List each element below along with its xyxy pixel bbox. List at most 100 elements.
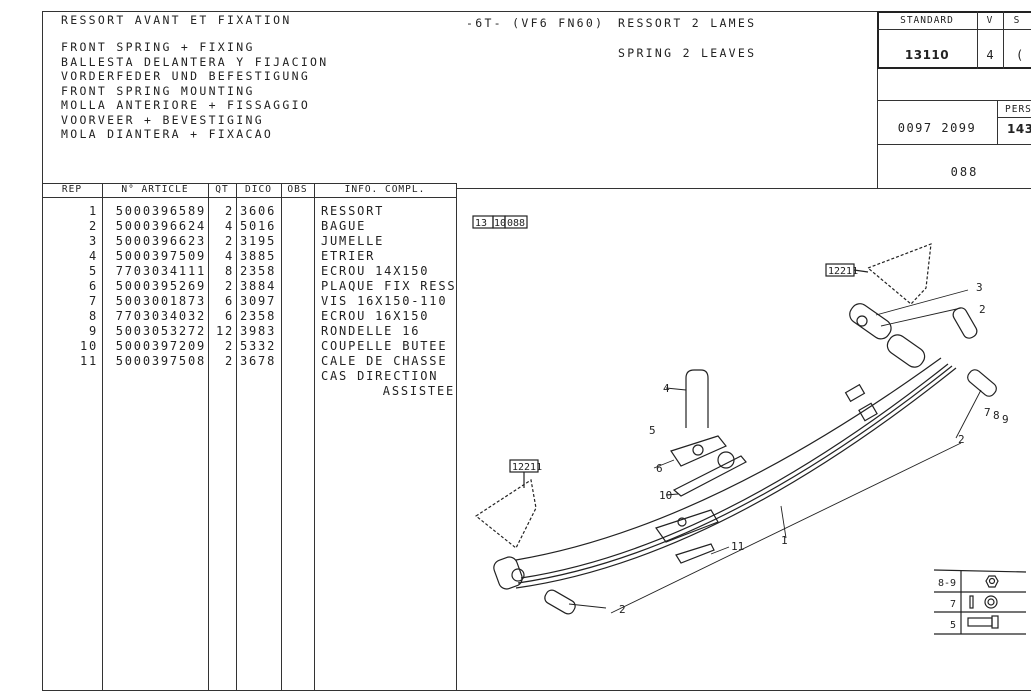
reference-tag: 13 10 088: [472, 215, 528, 229]
cell-dico: 3195: [240, 234, 277, 248]
catalog-code: 0097 2099: [897, 121, 977, 135]
cell-article: 5003053272: [115, 324, 206, 338]
callout-2: 2: [619, 603, 626, 616]
cell-qt: 6: [224, 309, 234, 323]
header-divider: [42, 183, 456, 184]
cell-article: 5003001873: [115, 294, 206, 308]
cell-rep: 3: [88, 234, 98, 248]
legend-nut-label: 8-9: [938, 578, 956, 589]
ref-box-border: [877, 11, 878, 188]
cell-qt: 2: [224, 354, 234, 368]
cell-dico: 5332: [240, 339, 277, 353]
title-line: MOLLA ANTERIORE + FISSAGGIO: [61, 98, 311, 112]
standard-value: 13110: [904, 48, 950, 62]
callout-5: 5: [649, 424, 656, 437]
cell-rep: 10: [79, 339, 98, 353]
title-line: FRONT SPRING + FIXING: [61, 40, 255, 54]
variant-english: SPRING 2 LEAVES: [618, 46, 757, 60]
pers-label: PERS: [1005, 104, 1031, 115]
cell-dico: 5016: [240, 219, 277, 233]
link-tag-label: 12211: [828, 266, 858, 277]
cell-qt: 12: [215, 324, 234, 338]
header-divider-right: [456, 188, 1031, 189]
column-divider: [456, 183, 457, 690]
cell-rep: 5: [88, 264, 98, 278]
cell-rep: 7: [88, 294, 98, 308]
title-french: RESSORT AVANT ET FIXATION: [61, 13, 292, 27]
cell-dico: 2358: [240, 264, 277, 278]
legend-washer-label: 7: [950, 599, 956, 610]
cell-article: 5000395269: [115, 279, 206, 293]
callout-3: 3: [976, 281, 983, 294]
title-translations: FRONT SPRING + FIXING BALLESTA DELANTERA…: [61, 40, 328, 142]
cell-dico: 2358: [240, 309, 277, 323]
cell-info: RONDELLE 16: [321, 324, 421, 338]
link-tag-label: 12211: [512, 462, 542, 473]
page-number: 088: [950, 165, 979, 179]
title-line: VOORVEER + BEVESTIGING: [61, 112, 264, 127]
cell-article: 5000397509: [115, 249, 206, 263]
cell-qt: 2: [224, 204, 234, 218]
cell-dico: 3983: [240, 324, 277, 338]
callout-8: 8: [993, 409, 1000, 422]
cell-rep: 11: [79, 354, 98, 368]
chassis-bracket: [474, 479, 537, 549]
callouts: 4 5 6 10 11 1 2 2 2 3 7 8 9: [619, 281, 1009, 616]
s-label: S: [1013, 15, 1021, 26]
shackle: [849, 303, 892, 340]
callout-1: 1: [781, 534, 788, 547]
column-header-article: N° ARTICLE: [121, 184, 189, 195]
title-line: FRONT SPRING MOUNTING: [61, 83, 255, 98]
chassis-shim: [675, 543, 715, 564]
chassis-bracket: [866, 243, 932, 305]
ref-box-line: [1003, 11, 1004, 69]
cell-dico: 3606: [240, 204, 277, 218]
v-value: 4: [986, 48, 994, 62]
model-code: -6T- (VF6 FN60): [466, 16, 605, 30]
callout-11: 11: [731, 540, 744, 553]
s-value: (: [1016, 48, 1024, 62]
cell-info: JUMELLE: [321, 234, 385, 248]
cell-dico: 3678: [240, 354, 277, 368]
info-extra-line: ASSISTEE: [382, 384, 455, 398]
cell-rep: 2: [88, 219, 98, 233]
hardware-legend: 8-9 7 5: [933, 569, 1027, 635]
cell-article: 5000396589: [115, 204, 206, 218]
cell-dico: 3884: [240, 279, 277, 293]
cell-article: 5000397508: [115, 354, 206, 368]
cell-qt: 8: [224, 264, 234, 278]
cell-qt: 4: [224, 219, 234, 233]
leaf-spring: [493, 334, 957, 590]
cell-qt: 6: [224, 294, 234, 308]
column-header-info: INFO. COMPL.: [344, 184, 426, 195]
cell-qt: 4: [224, 249, 234, 263]
exploded-diagram: 13 10 088 12211 12211: [472, 215, 1027, 635]
ref-box-line: [977, 11, 978, 69]
ref-box-line: [877, 100, 1031, 101]
cell-rep: 9: [88, 324, 98, 338]
callout-2: 2: [958, 433, 965, 446]
cell-dico: 3097: [240, 294, 277, 308]
title-line: BALLESTA DELANTERA Y FIJACION: [61, 54, 329, 69]
callout-6: 6: [656, 462, 663, 475]
column-divider: [281, 183, 282, 690]
pers-value: 143: [1007, 122, 1031, 136]
cell-article: 5000397209: [115, 339, 206, 353]
column-divider: [102, 183, 103, 690]
cell-article: 7703034111: [115, 264, 206, 278]
cell-info: BAGUE: [321, 219, 367, 233]
callout-7: 7: [984, 406, 991, 419]
cell-info: RESSORT: [321, 204, 385, 218]
cell-rep: 4: [88, 249, 98, 263]
column-header-dico: DICO: [245, 184, 272, 195]
ref-box-line: [877, 29, 1031, 30]
callout-9: 9: [1002, 413, 1009, 426]
tag-part: 13: [475, 218, 487, 229]
ref-box-line: [997, 100, 998, 144]
cell-info: PLAQUE FIX RESS: [321, 279, 457, 293]
bolt-icon: [967, 617, 993, 627]
table-header-divider: [42, 197, 456, 198]
cell-info: ETRIER: [321, 249, 376, 263]
tag-part: 10: [494, 218, 506, 229]
callout-4: 4: [663, 382, 670, 395]
